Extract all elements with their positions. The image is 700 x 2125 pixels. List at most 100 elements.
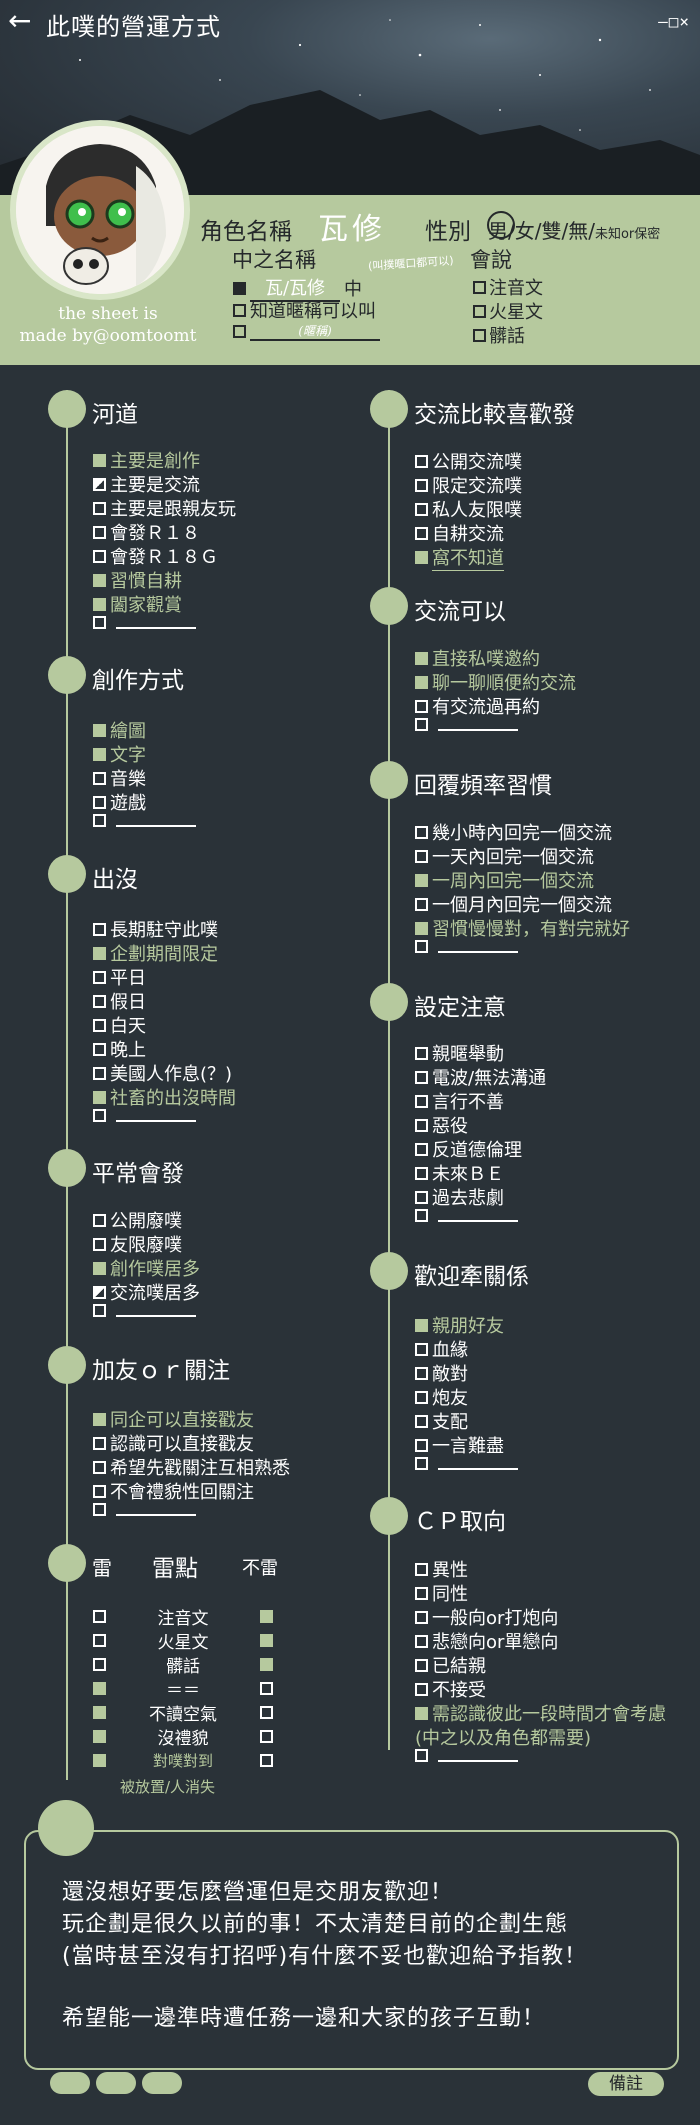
checkbox[interactable] xyxy=(93,477,106,491)
checkbox[interactable] xyxy=(93,573,106,587)
option-relation-1[interactable]: 血緣 xyxy=(415,1336,468,1362)
option-river-5[interactable]: 習慣自耕 xyxy=(93,567,182,593)
checkbox[interactable] xyxy=(93,1018,106,1032)
checkbox[interactable] xyxy=(415,454,428,468)
checkbox[interactable] xyxy=(415,897,428,911)
checkbox[interactable] xyxy=(93,549,106,563)
checkbox[interactable] xyxy=(415,1390,428,1404)
checkbox[interactable] xyxy=(415,699,428,713)
pill-button-1[interactable] xyxy=(50,2072,90,2094)
checkbox[interactable] xyxy=(415,1118,428,1132)
option-reply-4[interactable]: 習慣慢慢對，有對完就好 xyxy=(415,915,630,941)
language-checkbox-1[interactable] xyxy=(473,280,486,294)
trigger-checkbox-yes[interactable] xyxy=(93,1705,106,1719)
option-cp-1[interactable]: 同性 xyxy=(415,1580,468,1606)
option-cp-blank[interactable] xyxy=(415,1748,518,1762)
option-prefer-0[interactable]: 公開交流噗 xyxy=(415,448,522,474)
trigger-checkbox-yes[interactable] xyxy=(93,1753,106,1767)
checkbox[interactable] xyxy=(415,849,428,863)
option-river-0[interactable]: 主要是創作 xyxy=(93,447,200,473)
language-checkbox-2[interactable] xyxy=(473,304,486,318)
checkbox[interactable] xyxy=(93,501,106,515)
option-river-7[interactable] xyxy=(93,615,196,629)
checkbox[interactable] xyxy=(415,651,428,665)
trigger-checkbox-no[interactable] xyxy=(260,1705,273,1719)
checkbox[interactable] xyxy=(415,1208,428,1222)
checkbox[interactable] xyxy=(415,1166,428,1180)
option-follow-1[interactable]: 認識可以直接戳友 xyxy=(93,1430,254,1456)
checkbox[interactable] xyxy=(415,1586,428,1600)
option-appear-5[interactable]: 晚上 xyxy=(93,1036,146,1062)
option-appear-3[interactable]: 假日 xyxy=(93,988,146,1014)
trigger-checkbox-no[interactable] xyxy=(260,1609,273,1623)
nickname-checkbox-2[interactable] xyxy=(233,303,246,317)
checkbox[interactable] xyxy=(415,921,428,935)
option-relation-0[interactable]: 親朋好友 xyxy=(415,1312,504,1338)
option-prefer-3[interactable]: 自耕交流 xyxy=(415,520,504,546)
checkbox[interactable] xyxy=(93,813,106,827)
checkbox[interactable] xyxy=(93,1436,106,1450)
option-cp-0[interactable]: 異性 xyxy=(415,1556,468,1582)
option-river-2[interactable]: 主要是跟親友玩 xyxy=(93,495,236,521)
option-caution-3[interactable]: 惡役 xyxy=(415,1112,468,1138)
pill-button-3[interactable] xyxy=(142,2072,182,2094)
option-appear-0[interactable]: 長期駐守此噗 xyxy=(93,916,218,942)
checkbox[interactable] xyxy=(93,747,106,761)
checkbox[interactable] xyxy=(415,1748,428,1762)
checkbox[interactable] xyxy=(93,1042,106,1056)
checkbox[interactable] xyxy=(93,1303,106,1317)
checkbox[interactable] xyxy=(415,1682,428,1696)
option-cp-6[interactable]: 需認識彼此一段時間才會考慮 xyxy=(415,1700,666,1726)
checkbox[interactable] xyxy=(415,1706,428,1720)
option-prefer-1[interactable]: 限定交流噗 xyxy=(415,472,522,498)
window-controls-icon[interactable]: –□× xyxy=(658,12,690,31)
checkbox[interactable] xyxy=(415,1414,428,1428)
checkbox[interactable] xyxy=(415,478,428,492)
trigger-checkbox-yes[interactable] xyxy=(93,1729,106,1743)
option-follow-0[interactable]: 同企可以直接戳友 xyxy=(93,1406,254,1432)
option-post-2[interactable]: 創作噗居多 xyxy=(93,1255,200,1281)
checkbox[interactable] xyxy=(93,1502,106,1516)
option-create-1[interactable]: 文字 xyxy=(93,741,146,767)
checkbox[interactable] xyxy=(415,939,428,953)
checkbox[interactable] xyxy=(93,922,106,936)
checkbox[interactable] xyxy=(93,1261,106,1275)
option-create-4[interactable] xyxy=(93,813,196,827)
option-ok-3[interactable] xyxy=(415,717,518,731)
checkbox[interactable] xyxy=(93,1285,106,1299)
option-follow-2[interactable]: 希望先戳關注互相熟悉 xyxy=(93,1454,290,1480)
option-create-2[interactable]: 音樂 xyxy=(93,765,146,791)
option-post-1[interactable]: 友限廢噗 xyxy=(93,1231,182,1257)
option-caution-6[interactable]: 過去悲劇 xyxy=(415,1184,504,1210)
option-caution-4[interactable]: 反道德倫理 xyxy=(415,1136,522,1162)
option-follow-4[interactable] xyxy=(93,1502,196,1516)
option-relation-4[interactable]: 支配 xyxy=(415,1408,468,1434)
option-appear-1[interactable]: 企劃期間限定 xyxy=(93,940,218,966)
trigger-checkbox-no[interactable] xyxy=(260,1681,273,1695)
checkbox[interactable] xyxy=(415,1094,428,1108)
option-reply-0[interactable]: 幾小時內回完一個交流 xyxy=(415,819,612,845)
checkbox[interactable] xyxy=(93,1484,106,1498)
option-caution-1[interactable]: 電波/無法溝通 xyxy=(415,1064,546,1090)
pill-button-2[interactable] xyxy=(96,2072,136,2094)
trigger-checkbox-no[interactable] xyxy=(260,1729,273,1743)
checkbox[interactable] xyxy=(93,1090,106,1104)
checkbox[interactable] xyxy=(415,1456,428,1470)
checkbox[interactable] xyxy=(93,723,106,737)
option-river-1[interactable]: 主要是交流 xyxy=(93,471,200,497)
option-caution-7[interactable] xyxy=(415,1208,518,1222)
checkbox[interactable] xyxy=(93,453,106,467)
option-relation-2[interactable]: 敵對 xyxy=(415,1360,468,1386)
checkbox[interactable] xyxy=(415,717,428,731)
nickname-checkbox-1[interactable] xyxy=(233,281,246,295)
trigger-checkbox-yes[interactable] xyxy=(93,1681,106,1695)
checkbox[interactable] xyxy=(93,795,106,809)
option-caution-2[interactable]: 言行不善 xyxy=(415,1088,504,1114)
checkbox[interactable] xyxy=(415,1190,428,1204)
checkbox[interactable] xyxy=(415,1366,428,1380)
trigger-checkbox-no[interactable] xyxy=(260,1657,273,1671)
checkbox[interactable] xyxy=(93,1460,106,1474)
option-cp-4[interactable]: 已結親 xyxy=(415,1652,486,1678)
option-relation-5[interactable]: 一言難盡 xyxy=(415,1432,504,1458)
option-appear-7[interactable]: 社畜的出沒時間 xyxy=(93,1084,236,1110)
